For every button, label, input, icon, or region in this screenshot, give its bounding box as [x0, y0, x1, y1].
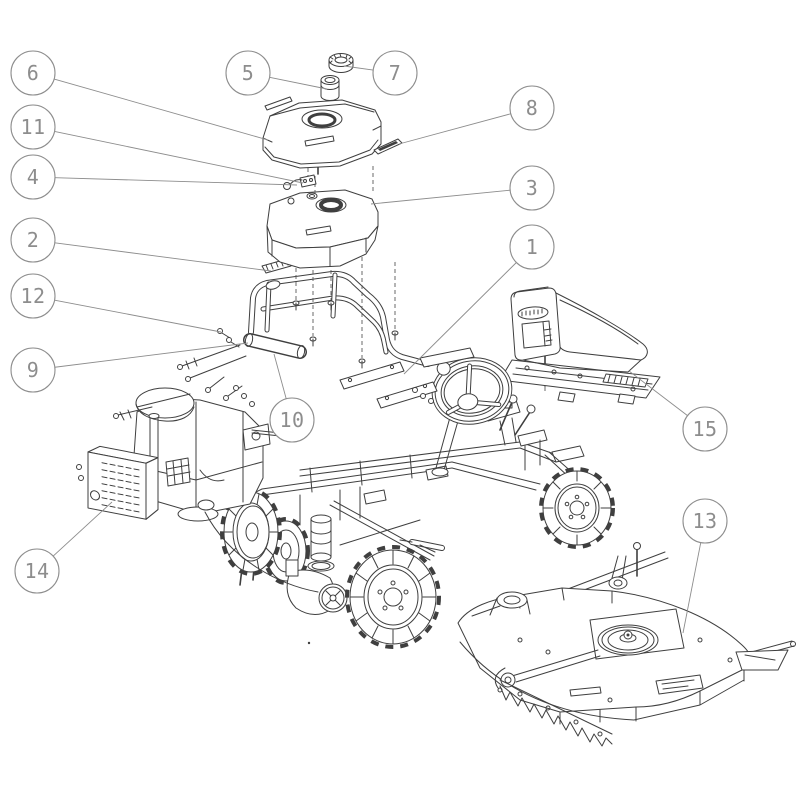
callout-circle-7 [372, 50, 418, 96]
leader-line-6 [54, 78, 269, 141]
callout-3: 3 [370, 165, 555, 211]
callout-number-4: 4 [27, 165, 40, 189]
leader-line-15 [628, 370, 688, 417]
callout-6: 6 [10, 50, 269, 141]
callout-11: 11 [10, 104, 304, 184]
callout-number-12: 12 [20, 284, 45, 308]
front-wheels-and-transmission [220, 488, 348, 615]
frame-hardware [177, 328, 434, 407]
grip-sleeve [243, 333, 307, 359]
seat-assembly [499, 286, 661, 405]
spindle-canister [307, 514, 335, 572]
callout-number-1: 1 [526, 235, 539, 259]
discharge-deflector [735, 649, 789, 671]
engine-bolts [76, 376, 243, 481]
callout-number-15: 15 [692, 417, 717, 441]
callout-circle-15 [682, 406, 728, 452]
deck-spindle-pulley [589, 608, 685, 660]
callout-7: 7 [343, 50, 418, 96]
steering-wheel [431, 357, 513, 477]
serrated-bar [494, 667, 613, 747]
callout-13: 13 [682, 498, 728, 634]
callout-number-5: 5 [242, 61, 255, 85]
callout-circle-3 [509, 165, 555, 211]
callout-circle-10 [269, 397, 315, 443]
assembly-dash-lines [292, 250, 399, 369]
callout-5: 5 [225, 50, 328, 96]
callout-number-11: 11 [20, 115, 45, 139]
tank-cover [262, 96, 382, 169]
leader-line-13 [682, 542, 702, 634]
callout-8: 8 [398, 85, 555, 145]
mower-deck [399, 539, 796, 747]
callout-number-10: 10 [279, 408, 304, 432]
leader-line-3 [370, 189, 511, 205]
callout-circle-6 [10, 50, 56, 96]
leader-line-5 [269, 76, 328, 90]
callout-1: 1 [403, 224, 555, 375]
callout-4: 4 [10, 154, 298, 200]
callout-14: 14 [14, 501, 113, 594]
callout-12: 12 [10, 273, 222, 333]
leader-line-11 [54, 131, 304, 184]
callout-number-3: 3 [526, 176, 539, 200]
engine [76, 376, 319, 593]
callout-circle-2 [10, 217, 56, 263]
callout-number-7: 7 [389, 61, 402, 85]
rear-right-wheel [539, 467, 615, 549]
leader-line-12 [54, 299, 222, 333]
callout-number-13: 13 [692, 509, 717, 533]
seat-mount-grille [602, 373, 649, 388]
callout-circle-4 [10, 154, 56, 200]
fuel-tank [266, 158, 379, 269]
callout-9: 9 [10, 342, 249, 393]
leader-line-10 [273, 353, 287, 399]
callout-circle-5 [225, 50, 271, 96]
seat-spec-label [521, 320, 553, 349]
filler-neck [320, 75, 340, 101]
callout-number-6: 6 [27, 61, 40, 85]
callout-2: 2 [10, 217, 272, 272]
leader-line-4 [54, 177, 298, 186]
callout-circle-9 [10, 347, 56, 393]
callout-number-2: 2 [27, 228, 40, 252]
tank-support-frame [177, 250, 475, 409]
callout-circle-11 [10, 104, 56, 150]
callout-number-8: 8 [526, 96, 539, 120]
cover-decal-strip [264, 96, 293, 111]
deck-labels [569, 674, 704, 697]
muffler-guard [87, 445, 159, 520]
callout-circle-1 [509, 224, 555, 270]
leader-line-2 [54, 242, 272, 272]
callout-circle-12 [10, 273, 56, 319]
leader-line-1 [403, 262, 517, 375]
leader-line-7 [343, 65, 374, 71]
callout-number-9: 9 [27, 358, 40, 382]
callout-circle-8 [509, 85, 555, 131]
callout-10: 10 [269, 353, 315, 443]
left-rear-wheel [307, 545, 441, 649]
callout-number-14: 14 [24, 559, 49, 583]
fuel-cap [328, 53, 354, 73]
callout-circle-13 [682, 498, 728, 544]
callout-circle-14 [14, 548, 60, 594]
seat-logo-label [517, 306, 549, 320]
leader-line-8 [398, 113, 511, 145]
leader-line-14 [52, 501, 113, 557]
transmission-fan [285, 559, 348, 615]
callout-15: 15 [628, 370, 728, 452]
leader-line-9 [54, 342, 249, 368]
